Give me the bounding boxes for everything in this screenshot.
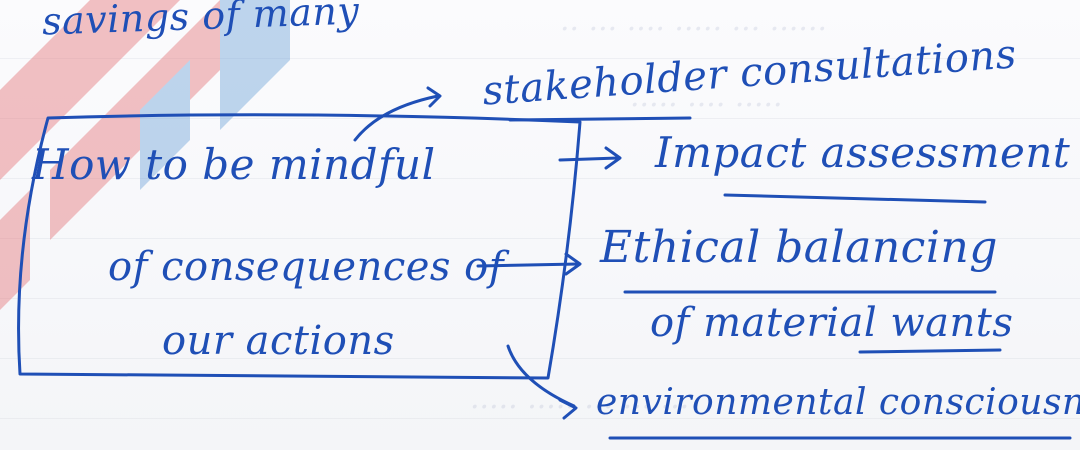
- branch-environmental-consciousness: environmental consciousness: [596, 382, 1080, 423]
- arrow-environmental: [506, 344, 576, 408]
- branch-impact-assessment: Impact assessment: [655, 128, 1071, 177]
- arrowhead: [564, 252, 582, 276]
- arrow-ethical: [476, 262, 580, 268]
- central-box-line-2: of consequences of: [108, 244, 505, 290]
- ruled-line: [0, 298, 1080, 299]
- arrowhead: [558, 398, 578, 420]
- underline: [723, 193, 987, 204]
- underline: [508, 116, 692, 122]
- ruled-line: [0, 238, 1080, 239]
- central-box-line-1: How to be mindful: [32, 140, 436, 189]
- branch-material-wants: of material wants: [650, 300, 1014, 346]
- central-box-outline: [17, 113, 582, 380]
- arrowhead: [426, 86, 442, 108]
- branch-ethical-balancing: Ethical balancing: [600, 222, 998, 273]
- ruled-line: [0, 358, 1080, 359]
- bleed-through-text: ·· ··· ···· ····· ··· ······: [560, 12, 828, 47]
- arrow-impact: [558, 156, 620, 162]
- arrow-stakeholder: [353, 94, 440, 142]
- bleed-through-text: ····· ····· ··· ·······: [470, 390, 690, 425]
- ruled-line: [0, 178, 1080, 179]
- ruled-line: [0, 58, 1080, 59]
- ruled-line: [0, 418, 1080, 419]
- underline: [858, 348, 1002, 354]
- central-box-line-3: our actions: [162, 318, 395, 364]
- arrowhead: [604, 146, 622, 170]
